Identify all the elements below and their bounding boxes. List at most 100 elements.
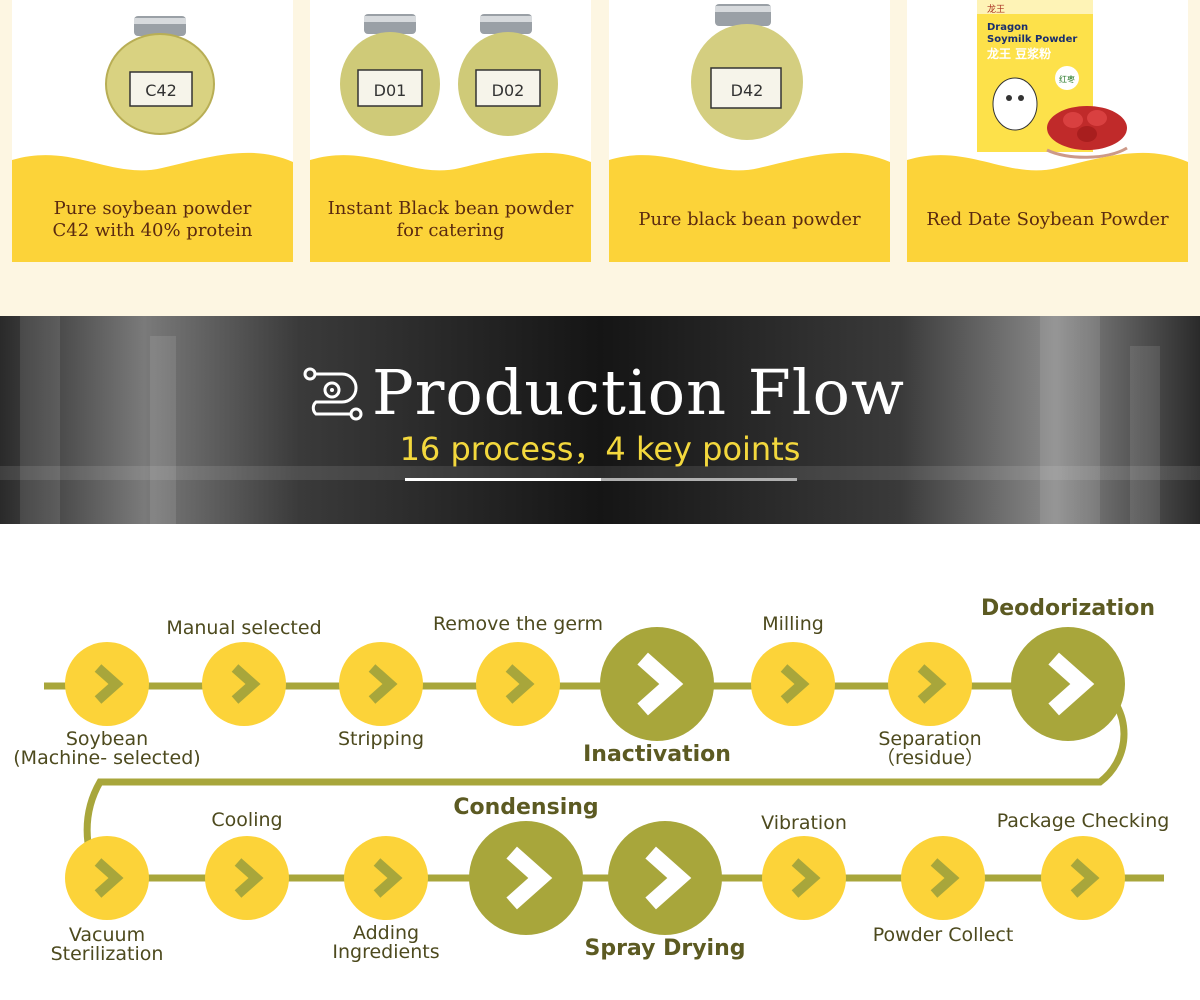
chevron-right-icon — [359, 662, 403, 706]
banner-subtitle: 16 process，4 key points — [399, 430, 801, 468]
product-image: D01 D02 — [310, 0, 591, 170]
flow-step-row2-2 — [205, 836, 289, 920]
caption-line: C42 with 40% protein — [52, 220, 253, 241]
chevron-right-icon — [85, 856, 129, 900]
flow-step-label: Spray Drying — [545, 938, 785, 960]
product-image: D42 — [609, 0, 890, 170]
product-card-d42[interactable]: D42 Pure black bean powder — [609, 0, 890, 262]
product-caption: Red Date Soybean Powder — [907, 178, 1188, 262]
jar-label: D42 — [731, 81, 764, 100]
chevron-right-icon — [85, 662, 129, 706]
flow-step-label-line: Milling — [762, 613, 824, 635]
product-image: C42 — [12, 0, 293, 170]
package-cn: 龙王 豆浆粉 — [987, 46, 1051, 61]
banner-underline-highlight — [405, 478, 601, 481]
package-line1: Dragon — [987, 22, 1028, 33]
chevron-right-icon — [225, 856, 269, 900]
flow-step-label-line: Remove the germ — [432, 613, 604, 635]
chevron-right-icon — [496, 662, 540, 706]
background-pipe — [0, 466, 1200, 480]
flow-step-label-line: Vibration — [761, 812, 847, 834]
background-pipe — [1040, 316, 1100, 524]
flow-step-label: Package Checking — [963, 812, 1200, 831]
caption-wave — [12, 150, 293, 262]
flow-step-label-line: Cooling — [211, 809, 283, 831]
product-caption: Pure black bean powder — [609, 178, 890, 262]
flow-step-label: Soybean(Machine- selected) — [0, 730, 227, 768]
flow-step-label-line: Stripping — [337, 728, 425, 750]
flow-step-label: Vibration — [684, 814, 924, 833]
flow-step-label-line: Separation — [878, 728, 982, 750]
flow-step-row2-6 — [762, 836, 846, 920]
flow-step-label-line: （residue） — [875, 747, 985, 769]
flow-step-row1-6 — [751, 642, 835, 726]
flow-step-row1-4 — [476, 642, 560, 726]
flow-step-row2-8 — [1041, 836, 1125, 920]
flow-step-label: Remove the germ — [398, 615, 638, 634]
flow-step-label-line: Sterilization — [50, 943, 164, 965]
flow-step-row2-5 — [608, 821, 722, 935]
flow-step-label: Manual selected — [124, 619, 364, 638]
flow-step-label-line: Package Checking — [996, 810, 1170, 832]
caption-wave — [907, 150, 1188, 262]
caption-line: Pure soybean powder — [53, 198, 252, 219]
chevron-right-icon — [622, 649, 692, 719]
background-pipe — [150, 336, 176, 524]
chevron-right-icon — [921, 856, 965, 900]
process-gear-icon — [302, 366, 364, 422]
flow-step-label: Separation（residue） — [810, 730, 1050, 768]
flow-step-row2-4 — [469, 821, 583, 935]
flow-step-label-line: Vacuum — [68, 924, 146, 946]
chevron-right-icon — [1033, 649, 1103, 719]
product-image: 龙王 Dragon Soymilk Powder 龙王 豆浆粉 红枣 — [907, 0, 1188, 170]
flow-step-label: Deodorization — [948, 598, 1188, 620]
background-pipe — [1130, 346, 1160, 524]
flow-step-row1-7 — [888, 642, 972, 726]
flow-step-label: Powder Collect — [823, 926, 1063, 945]
flow-step-row1-2 — [202, 642, 286, 726]
flow-step-label-line: Spray Drying — [584, 936, 746, 961]
production-flow-banner: Production Flow 16 process，4 key points — [0, 316, 1200, 524]
flow-step-label-line: Condensing — [453, 795, 599, 820]
chevron-right-icon — [908, 662, 952, 706]
flow-step-label: Milling — [673, 615, 913, 634]
chevron-right-icon — [1061, 856, 1105, 900]
chevron-right-icon — [782, 856, 826, 900]
jar-label: D02 — [492, 81, 525, 100]
package-badge: 红枣 — [1059, 74, 1075, 84]
caption-line: Pure black bean powder — [638, 209, 861, 230]
flow-step-row1-3 — [339, 642, 423, 726]
product-card-red-date[interactable]: 龙王 Dragon Soymilk Powder 龙王 豆浆粉 红枣 Red D — [907, 0, 1188, 262]
flow-step-label-line: Soybean — [65, 728, 149, 750]
flow-step-row1-5 — [600, 627, 714, 741]
chevron-right-icon — [771, 662, 815, 706]
caption-wave — [310, 150, 591, 262]
flow-step-label-line: Powder Collect — [872, 924, 1014, 946]
flow-step-row1-1 — [65, 642, 149, 726]
flow-step-label-line: Ingredients — [332, 941, 440, 963]
chevron-right-icon — [491, 843, 561, 913]
chevron-right-icon — [630, 843, 700, 913]
banner-underline — [405, 478, 797, 481]
package-brand-small: 龙王 — [987, 3, 1005, 15]
flow-step-label-line: (Machine- selected) — [13, 747, 201, 769]
flow-step-label-line: Deodorization — [980, 596, 1156, 621]
caption-wave — [609, 150, 890, 262]
flow-step-label-line: Manual selected — [166, 617, 322, 639]
background-pipe — [20, 316, 60, 524]
flow-step-row2-3 — [344, 836, 428, 920]
flow-step-label: Condensing — [406, 797, 646, 819]
flow-step-row1-8 — [1011, 627, 1125, 741]
caption-line: for catering — [396, 220, 505, 241]
flow-step-label: Cooling — [127, 811, 367, 830]
chevron-right-icon — [222, 662, 266, 706]
caption-line: Red Date Soybean Powder — [926, 209, 1169, 230]
flow-step-label-line: Inactivation — [583, 742, 731, 767]
flow-step-label: Inactivation — [537, 744, 777, 766]
